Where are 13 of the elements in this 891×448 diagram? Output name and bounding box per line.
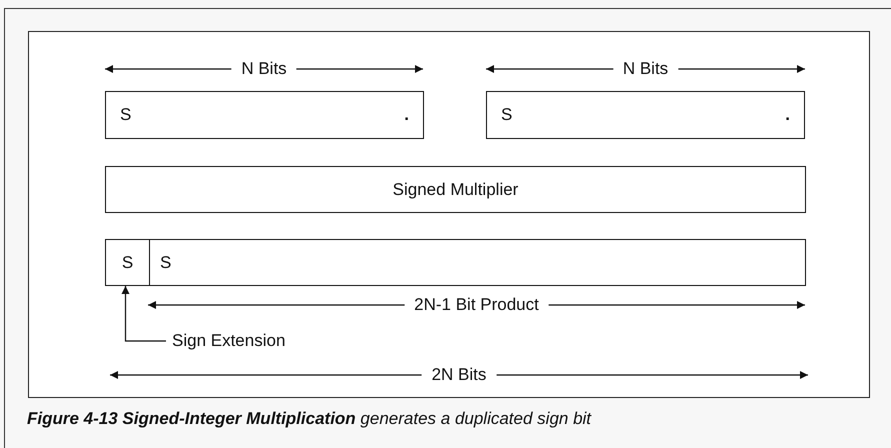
annotation-text: Sign Extension — [172, 331, 286, 351]
figure-caption: Figure 4-13 Signed-Integer Multiplication generates a duplicated sign bit — [27, 409, 592, 429]
binary-point: . — [404, 105, 409, 125]
node-label: Signed Multiplier — [392, 180, 518, 200]
node-label: S — [501, 105, 512, 125]
node-label: S — [122, 252, 134, 272]
register-box — [486, 91, 805, 139]
binary-point: . — [785, 105, 790, 125]
node-label: S — [160, 252, 172, 272]
multiplier-block — [105, 166, 806, 213]
leader-line — [122, 286, 166, 342]
node-label: S — [120, 105, 132, 125]
register-box — [105, 91, 424, 139]
